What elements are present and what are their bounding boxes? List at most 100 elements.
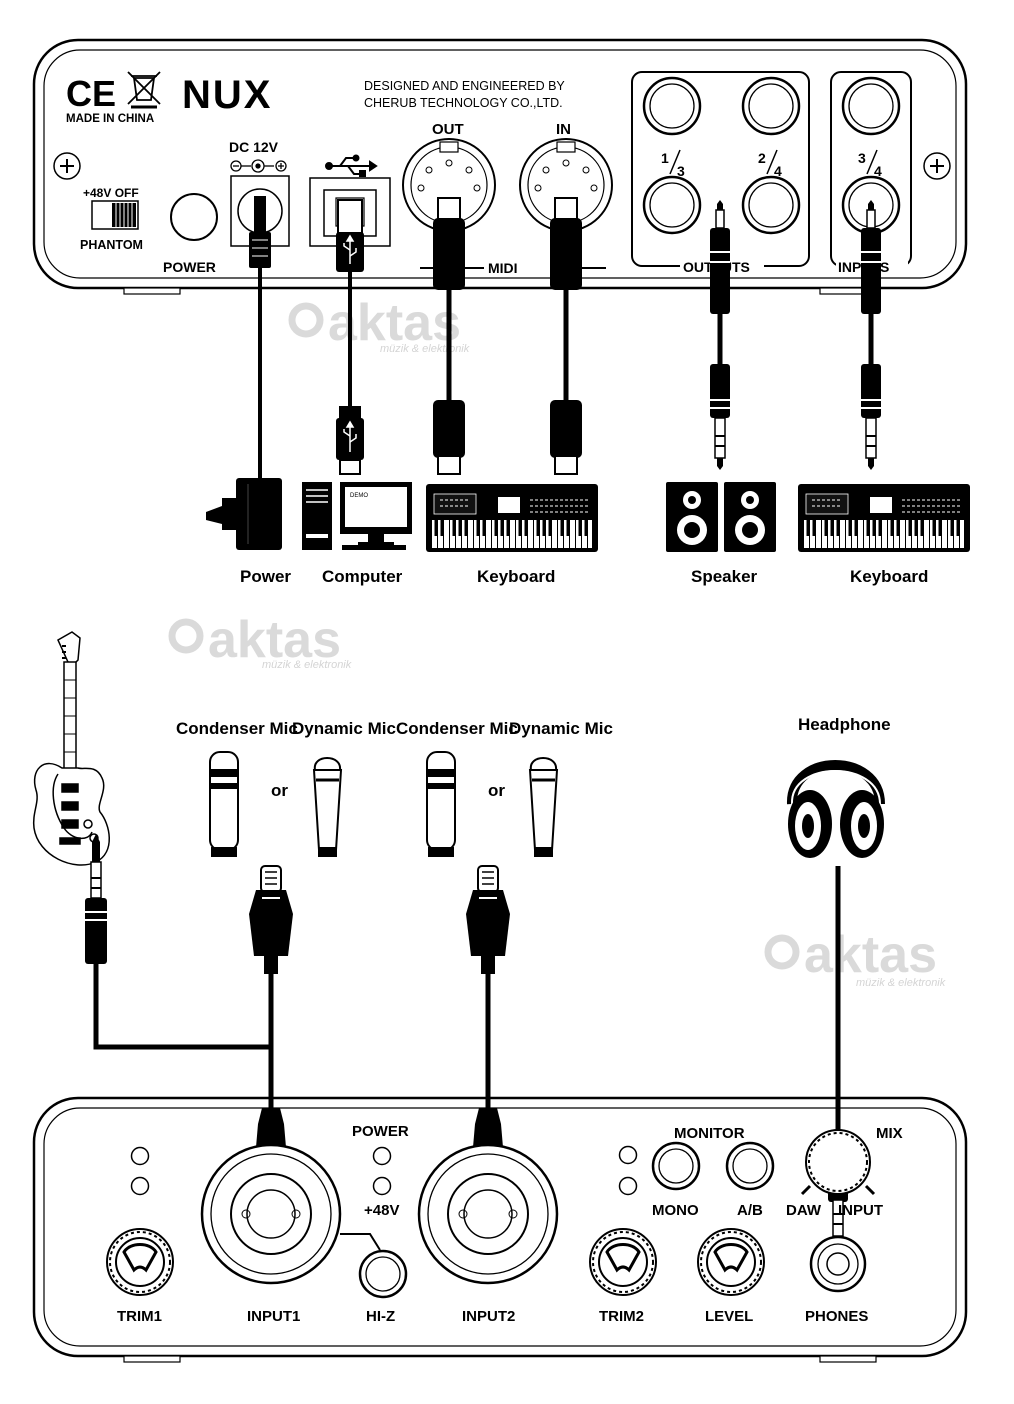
output-jack-2[interactable] bbox=[741, 76, 801, 136]
power-button[interactable] bbox=[170, 193, 218, 241]
input2-label: INPUT2 bbox=[462, 1308, 515, 1325]
fraction-denominator: 3 bbox=[677, 163, 685, 179]
condenser-mic-1-icon bbox=[209, 751, 239, 857]
guitar-cable bbox=[85, 834, 271, 1050]
power-adapter-icon bbox=[206, 478, 282, 550]
output-cable bbox=[710, 200, 730, 470]
electric-guitar-icon bbox=[32, 631, 110, 866]
input1-combo-jack[interactable] bbox=[200, 1143, 342, 1285]
output-jack-1[interactable] bbox=[642, 76, 702, 136]
midi-label: MIDI bbox=[488, 260, 518, 276]
phantom-led-label: +48V bbox=[364, 1202, 399, 1219]
dynamic-mic-2-icon bbox=[528, 757, 559, 857]
power-led-label: POWER bbox=[352, 1123, 409, 1140]
output-jack-3[interactable] bbox=[642, 175, 702, 235]
watermark-logo-icon bbox=[168, 618, 204, 654]
phantom-led bbox=[372, 1176, 392, 1196]
power-button-label: POWER bbox=[163, 259, 216, 275]
front-panel-outer bbox=[32, 1096, 968, 1358]
monitor-label: MONITOR bbox=[674, 1125, 745, 1142]
midi-out-cable bbox=[433, 197, 465, 475]
mix-input-label: INPUT bbox=[838, 1202, 883, 1219]
dynamic-mic-1-label: Dynamic Mic bbox=[292, 719, 396, 738]
weee-bin-icon bbox=[127, 71, 161, 109]
watermark-tagline: müzik & elektronik bbox=[380, 343, 470, 355]
computer-icon: DEMO bbox=[302, 482, 412, 550]
fraction-numerator: 1 bbox=[661, 150, 669, 166]
nux-logo: NUX bbox=[182, 73, 272, 117]
designer-line-2: CHERUB TECHNOLOGY CO.,LTD. bbox=[364, 96, 563, 110]
ab-label: A/B bbox=[737, 1202, 763, 1219]
mix-knob[interactable] bbox=[800, 1129, 876, 1196]
trim1-knob[interactable] bbox=[106, 1228, 174, 1296]
screw-right-icon bbox=[923, 152, 951, 180]
mono-button[interactable] bbox=[651, 1141, 701, 1191]
monitor-screen-label: DEMO bbox=[350, 493, 368, 499]
speaker-device-label: Speaker bbox=[691, 567, 758, 586]
screw-left-icon bbox=[53, 152, 81, 180]
headphone-device-label: Headphone bbox=[798, 715, 891, 734]
fraction-numerator: 3 bbox=[858, 150, 866, 166]
midi-in-port[interactable] bbox=[519, 138, 613, 232]
computer-device-label: Computer bbox=[322, 567, 403, 586]
dynamic-mic-2-label: Dynamic Mic bbox=[509, 719, 613, 738]
watermark-4: aktas müzik & elektronik bbox=[764, 926, 946, 989]
fraction-denominator: 4 bbox=[874, 163, 882, 179]
speaker-left-icon bbox=[666, 482, 718, 552]
hiz-button[interactable] bbox=[358, 1249, 408, 1299]
level-knob[interactable] bbox=[697, 1228, 765, 1296]
rear-panel-outer bbox=[32, 38, 968, 290]
fraction-numerator: 2 bbox=[758, 150, 766, 166]
phantom-switch[interactable] bbox=[91, 200, 139, 230]
rear-panel: CE MADE IN CHINA NUX DESIGNED AND ENGINE… bbox=[32, 38, 968, 295]
fraction-denominator: 4 bbox=[774, 163, 782, 179]
phones-jack[interactable] bbox=[809, 1235, 867, 1293]
front-foot-right bbox=[819, 1355, 877, 1363]
trim2-knob[interactable] bbox=[589, 1228, 657, 1296]
or-label-1: or bbox=[271, 781, 288, 800]
dynamic-mic-1-icon bbox=[312, 757, 343, 857]
mono-label: MONO bbox=[652, 1202, 699, 1219]
input1-clip-led bbox=[130, 1146, 150, 1166]
ab-button[interactable] bbox=[725, 1141, 775, 1191]
usb-cable bbox=[336, 199, 364, 475]
power-cable bbox=[249, 196, 271, 480]
watermark-tagline: müzik & elektronik bbox=[856, 977, 946, 989]
watermark-2: aktas müzik & elektronik bbox=[288, 294, 470, 355]
hiz-label: HI-Z bbox=[366, 1308, 395, 1325]
daw-label: DAW bbox=[786, 1202, 822, 1219]
input1-signal-led bbox=[130, 1176, 150, 1196]
made-in-label: MADE IN CHINA bbox=[66, 113, 154, 125]
input1-label: INPUT1 bbox=[247, 1308, 300, 1325]
keyboard-midi-device-label: Keyboard bbox=[477, 567, 555, 586]
midi-in-cable bbox=[550, 197, 582, 475]
input-line-cable bbox=[861, 200, 881, 470]
midi-out-port[interactable] bbox=[402, 138, 496, 232]
trim2-label: TRIM2 bbox=[599, 1308, 644, 1325]
rear-panel-inner bbox=[43, 49, 957, 279]
speaker-right-icon bbox=[724, 482, 776, 552]
input2-clip-led bbox=[618, 1145, 638, 1165]
outputs-1-3-fraction: 1 3 bbox=[661, 149, 685, 179]
dc-polarity-icon bbox=[230, 159, 287, 173]
output-jack-4[interactable] bbox=[741, 175, 801, 235]
input2-combo-jack[interactable] bbox=[417, 1143, 559, 1285]
condenser-mic-1-label: Condenser Mic bbox=[176, 719, 298, 738]
usb-icon bbox=[325, 154, 378, 177]
dc-jack-label: DC 12V bbox=[229, 139, 279, 155]
input2-signal-led bbox=[618, 1176, 638, 1196]
hiz-link-line bbox=[340, 1233, 381, 1251]
input-jack-3[interactable] bbox=[841, 76, 901, 136]
watermark-3: aktas müzik & elektronik bbox=[168, 611, 352, 671]
outputs-2-4-fraction: 2 4 bbox=[758, 149, 782, 179]
front-foot-left bbox=[123, 1355, 181, 1363]
inputs-3-4-fraction: 3 4 bbox=[858, 149, 882, 179]
phones-label: PHONES bbox=[805, 1308, 868, 1325]
condenser-mic-2-icon bbox=[426, 751, 456, 857]
power-led bbox=[372, 1146, 392, 1166]
designer-line-1: DESIGNED AND ENGINEERED BY bbox=[364, 79, 565, 93]
watermark-tagline: müzik & elektronik bbox=[262, 659, 352, 671]
midi-in-label: IN bbox=[556, 121, 571, 138]
headphone-icon bbox=[786, 760, 885, 858]
